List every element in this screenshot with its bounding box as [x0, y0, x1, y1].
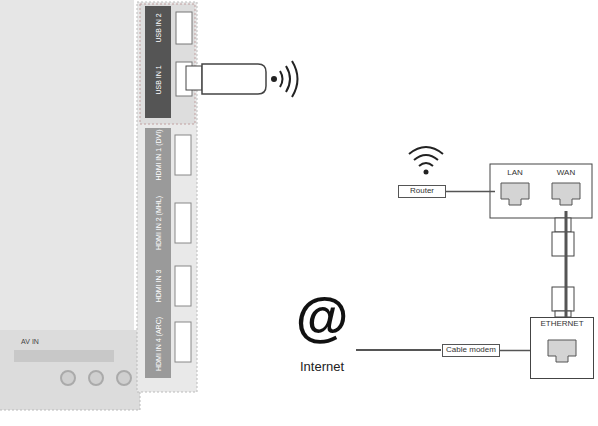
device-box: Cable modem: [442, 344, 500, 357]
usb-group: [140, 4, 195, 124]
node-label: ETHERNET: [533, 320, 591, 329]
wifi-dot: [424, 170, 429, 175]
port-label: USB IN 1: [155, 65, 162, 94]
port-label: HDMI IN 2 (MHL): [155, 196, 162, 250]
port-label: HDMI IN 3: [155, 270, 162, 303]
signal-dot: [271, 76, 277, 82]
router-port-panel: [490, 164, 592, 218]
ethernet-port: [551, 182, 581, 206]
panel-outline: [0, 330, 140, 410]
node-label: WAN: [548, 169, 584, 178]
usb-label-plate: [145, 6, 171, 118]
text-label: @: [296, 289, 349, 343]
hdmi-label-plate: [145, 128, 171, 378]
tv-body: [0, 0, 134, 330]
rca-jack: [89, 371, 103, 385]
port-label: USB IN 2: [155, 13, 162, 42]
ethernet-port: [547, 339, 577, 363]
ethernet-port: [500, 182, 530, 206]
port-panel: [137, 2, 197, 392]
rj45-plug-body: [552, 287, 574, 311]
hdmi-port: [175, 266, 191, 306]
cable-line: [446, 191, 495, 192]
device-box: Router: [398, 185, 446, 198]
port-box: WAN: [546, 167, 586, 211]
text-label: Internet: [300, 360, 344, 373]
signal-wave: [292, 61, 298, 97]
rca-jack: [117, 371, 131, 385]
cable-line: [500, 350, 530, 351]
rj45-plug: [555, 218, 571, 232]
node-label: Router: [402, 187, 442, 196]
rj45-plug-body: [552, 232, 574, 256]
wifi-wave: [414, 155, 438, 160]
av-connector-strip: [14, 350, 114, 362]
wifi-wave: [409, 147, 443, 154]
hdmi-port: [175, 322, 191, 362]
port-box: ETHERNET: [530, 317, 594, 379]
signal-wave: [280, 71, 283, 87]
wifi-dongle: [202, 64, 266, 94]
text-label: AV IN: [21, 338, 39, 345]
cable-line: [566, 211, 567, 317]
usb-port: [176, 12, 192, 44]
port-box: LAN: [495, 167, 535, 211]
hdmi-port: [175, 203, 191, 243]
internet-line: [356, 349, 441, 351]
dongle-plug: [186, 66, 202, 90]
port-label: HDMI IN 4 (ARC): [155, 317, 162, 371]
tv-lower-panel: [0, 330, 140, 410]
node-label: LAN: [497, 169, 533, 178]
node-label: Cable modem: [446, 346, 496, 355]
wifi-wave: [419, 163, 433, 166]
port-label: HDMI IN 1 (DVI): [155, 130, 162, 181]
signal-wave: [286, 66, 290, 92]
rca-jack: [61, 371, 75, 385]
hdmi-port: [175, 135, 191, 175]
